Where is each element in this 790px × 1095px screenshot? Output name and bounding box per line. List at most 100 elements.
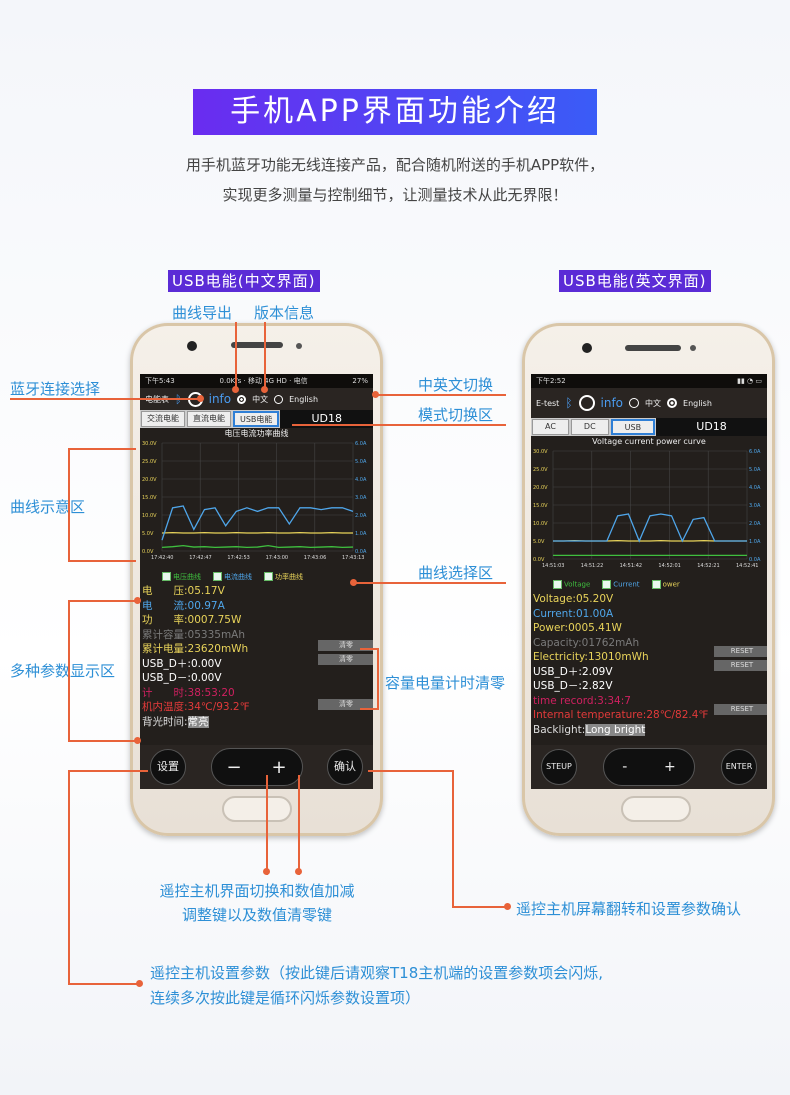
mode-tabs: 交流电能 直流电能 USB电能 UD18	[140, 410, 373, 428]
info-link[interactable]: info	[600, 396, 624, 410]
param-row: USB_D－:0.00V	[140, 671, 373, 686]
speaker-grille	[231, 342, 283, 348]
param-value: Long bright	[585, 723, 646, 736]
checkbox-icon[interactable]	[213, 572, 222, 581]
setup-button[interactable]: 设置	[150, 749, 186, 785]
label-curve-export: 曲线导出	[172, 304, 233, 322]
param-value: 13010mWh	[587, 651, 649, 663]
label-bluetooth: 蓝牙连接选择	[10, 380, 101, 398]
leader-line	[452, 906, 508, 908]
checkbox-icon[interactable]	[602, 580, 612, 589]
x-tick-label: 14:52:41	[736, 563, 758, 569]
confirm-button[interactable]: 确认	[327, 749, 363, 785]
checkbox-icon[interactable]	[162, 572, 171, 581]
mode-tabs: AC DC USB UD18	[531, 418, 767, 436]
radio-cn[interactable]	[237, 394, 247, 404]
adjust-pad: − +	[210, 748, 303, 786]
y-tick-label: 10.0V	[142, 513, 157, 519]
minus-button[interactable]: -	[622, 759, 628, 775]
legend-current[interactable]: 电流曲线	[213, 572, 252, 582]
sensor-icon	[296, 343, 302, 349]
bluetooth-icon[interactable]: ᛒ	[565, 396, 573, 410]
chart-title: Voltage current power curve	[592, 437, 706, 446]
tab-dc[interactable]: DC	[570, 419, 609, 435]
legend-current[interactable]: Current	[602, 580, 640, 589]
model-label: UD18	[280, 410, 373, 428]
tab-ac[interactable]: 交流电能	[141, 411, 185, 427]
plus-button[interactable]: +	[271, 756, 287, 778]
control-bar: STEUP - + ENTER	[531, 745, 767, 789]
checkbox-icon[interactable]	[553, 580, 562, 589]
setup-button[interactable]: STEUP	[541, 749, 577, 785]
tab-ac[interactable]: AC	[532, 419, 569, 435]
cn-screen-heading: USB电能(中文界面)	[168, 270, 320, 292]
plus-button[interactable]: +	[663, 759, 676, 775]
sensor-icon	[690, 345, 696, 351]
y2-tick-label: 1.0A	[749, 539, 761, 545]
clear-button-energy[interactable]: 清零	[318, 654, 373, 665]
leader-line	[298, 775, 300, 875]
minus-button[interactable]: −	[226, 756, 242, 778]
intro-line-2: 实现更多测量与控制细节，让测量技术从此无界限！	[222, 186, 568, 204]
param-label: 计 时:	[142, 686, 188, 699]
reset-button-capacity[interactable]: RESET	[714, 646, 767, 657]
home-button[interactable]	[222, 796, 292, 822]
param-label: USB_D－:	[142, 672, 191, 684]
tab-usb[interactable]: USB	[610, 419, 656, 435]
clear-button-capacity[interactable]: 清零	[318, 640, 373, 651]
label-curve-select: 曲线选择区	[418, 564, 494, 582]
home-button[interactable]	[621, 796, 691, 822]
status-time: 下午5:43	[145, 377, 175, 385]
legend-voltage[interactable]: Voltage	[553, 580, 590, 589]
curve-export-icon[interactable]	[578, 395, 595, 411]
legend-power[interactable]: 功率曲线	[264, 572, 303, 582]
y-tick-label: 20.0V	[533, 485, 548, 491]
leader-line	[68, 770, 148, 772]
leader-line	[68, 983, 138, 985]
y2-tick-label: 2.0A	[355, 513, 367, 519]
param-value: 01.00A	[575, 607, 614, 620]
legend-voltage[interactable]: 电压曲线	[162, 572, 201, 582]
reset-button-energy[interactable]: RESET	[714, 660, 767, 671]
tab-dc[interactable]: 直流电能	[187, 411, 231, 427]
tab-usb[interactable]: USB电能	[233, 411, 280, 427]
leader-dot	[232, 386, 239, 393]
param-row: Electricity:13010mWh	[531, 650, 767, 665]
y2-tick-label: 6.0A	[355, 441, 367, 447]
speaker-grille	[625, 345, 681, 351]
y-tick-label: 25.0V	[142, 459, 157, 465]
leader-line	[266, 775, 268, 875]
lang-en-label: English	[289, 394, 319, 404]
info-link[interactable]: info	[208, 392, 232, 406]
param-value: 34℃/93.2℉	[187, 701, 250, 713]
lang-cn-label: 中文	[252, 394, 269, 404]
adjust-pad: - +	[603, 748, 695, 786]
param-row: 累计容量:05335mAh	[140, 628, 373, 643]
param-label: 功 率:	[142, 614, 188, 626]
radio-cn[interactable]	[629, 398, 640, 408]
status-battery: 27%	[352, 377, 368, 385]
leader-line	[452, 770, 454, 908]
y2-tick-label: 0.0A	[749, 557, 761, 563]
radio-en[interactable]	[667, 398, 678, 408]
clear-button-timer[interactable]: 清零	[318, 699, 373, 710]
y-tick-label: 10.0V	[533, 521, 548, 527]
lang-cn-label: 中文	[645, 398, 662, 408]
x-tick-label: 14:51:03	[542, 563, 564, 569]
checkbox-icon[interactable]	[264, 572, 273, 581]
legend-power[interactable]: ower	[651, 580, 680, 589]
bracket-line	[68, 448, 70, 560]
param-label: 累计容量:	[142, 628, 188, 641]
legend-power-label: 功率曲线	[275, 572, 303, 581]
x-tick-label: 17:42:47	[189, 555, 211, 561]
reset-button-timer[interactable]: RESET	[714, 704, 767, 715]
leader-dot	[372, 391, 379, 398]
screen-en: 下午2:52 ▮▮ ◔ ▭ E-test ᛒ info 中文 English A…	[531, 374, 767, 789]
param-row: 机内温度:34℃/93.2℉	[140, 700, 373, 715]
checkbox-icon[interactable]	[651, 580, 661, 589]
enter-button[interactable]: ENTER	[721, 749, 757, 785]
param-row: Current:01.00A	[531, 607, 767, 622]
curve-legend: Voltage Current ower	[531, 577, 767, 592]
radio-en[interactable]	[274, 394, 284, 404]
x-tick-label: 14:52:01	[658, 563, 680, 569]
